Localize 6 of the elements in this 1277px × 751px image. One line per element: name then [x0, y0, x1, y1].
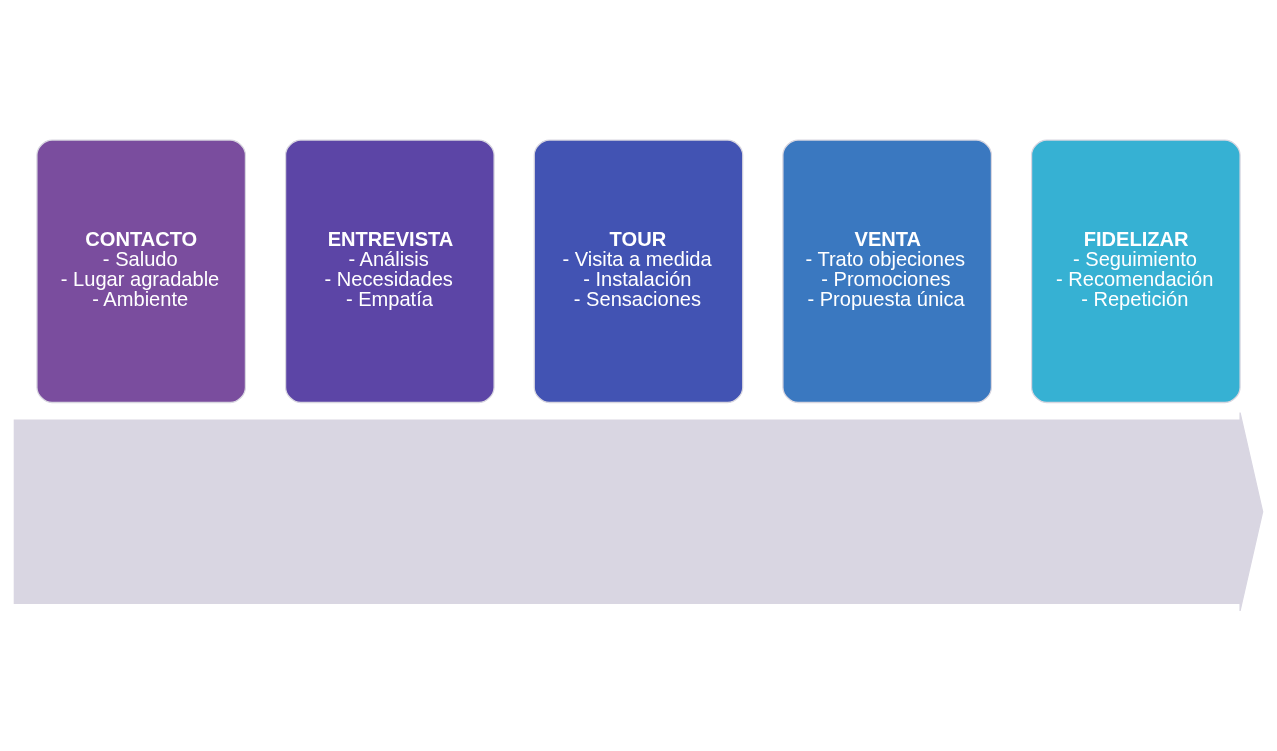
node-box: CONTACTO - Saludo - Lugar agradable - Ambiente	[36, 139, 247, 404]
node-box: TOUR - Visita a medida - Instalación - Sensaciones	[533, 139, 744, 404]
node-box: ENTREVISTA - Análisis - Necesidades - Empatía	[284, 139, 495, 404]
node-box: FIDELIZAR - Seguimiento - Recomendación - Repetición	[1030, 139, 1241, 404]
node-arrow	[13, 411, 1264, 612]
node-box: VENTA - Trato objeciones - Promociones - Propuesta única	[782, 139, 993, 404]
